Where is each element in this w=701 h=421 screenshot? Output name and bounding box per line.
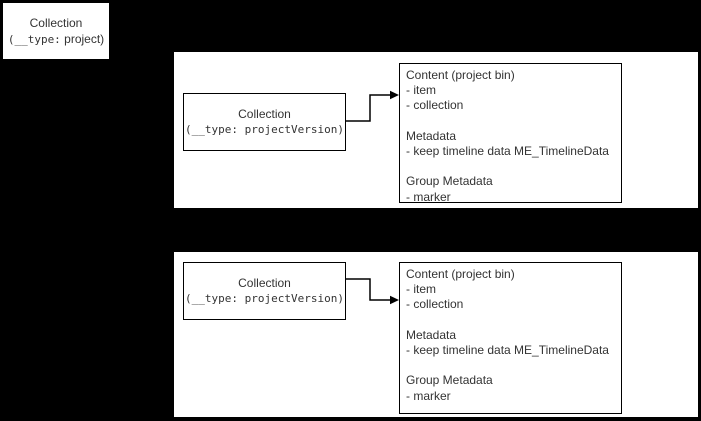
node-type-label: (__type: projectVersion) <box>185 292 344 305</box>
content-line: Metadata <box>406 128 457 143</box>
content-line: - keep timeline data ME_TimelineData <box>406 343 609 357</box>
content-line <box>406 159 615 174</box>
node-content-details-upper[interactable]: Content (project bin) - item - collectio… <box>399 63 622 203</box>
content-line <box>406 358 615 373</box>
arrowhead-icon <box>390 295 399 305</box>
content-line: - item <box>406 83 436 98</box>
arrowhead-icon <box>390 90 399 100</box>
type-value-sans: project) <box>60 31 105 46</box>
content-line: - collection <box>406 98 464 113</box>
content-line: - item <box>406 282 436 297</box>
content-line: - marker <box>406 189 451 203</box>
node-type-label: (__type: project) <box>8 31 104 48</box>
content-line: Group Metadata <box>406 174 493 189</box>
content-line: Metadata <box>406 327 457 342</box>
arrow-connector-upper[interactable] <box>346 90 400 128</box>
node-content-details-lower[interactable]: Content (project bin) - item - collectio… <box>399 262 622 414</box>
type-prefix-mono: (__type: <box>7 32 61 46</box>
content-line: Content (project bin) <box>406 68 515 82</box>
node-title: Collection <box>238 276 291 290</box>
content-line <box>406 114 615 129</box>
content-line: - marker <box>406 388 451 403</box>
node-collection-projectversion-lower[interactable]: Collection (__type: projectVersion) <box>183 262 346 320</box>
content-line: - collection <box>406 297 464 312</box>
content-line <box>406 313 615 328</box>
group-panel-lower[interactable]: Collection (__type: projectVersion) Cont… <box>172 250 700 419</box>
content-line: - keep timeline data ME_TimelineData <box>406 144 609 158</box>
node-type-label: (__type: projectVersion) <box>185 123 344 136</box>
arrow-connector-lower[interactable] <box>346 274 400 306</box>
content-line: Group Metadata <box>406 373 493 388</box>
node-title: Collection <box>29 15 83 30</box>
node-collection-project[interactable]: Collection (__type: project) <box>2 2 110 60</box>
content-line: Content (project bin) <box>406 267 515 281</box>
node-title: Collection <box>238 107 291 121</box>
group-panel-upper[interactable]: Collection (__type: projectVersion) Cont… <box>172 50 700 210</box>
node-collection-projectversion-upper[interactable]: Collection (__type: projectVersion) <box>183 93 346 151</box>
